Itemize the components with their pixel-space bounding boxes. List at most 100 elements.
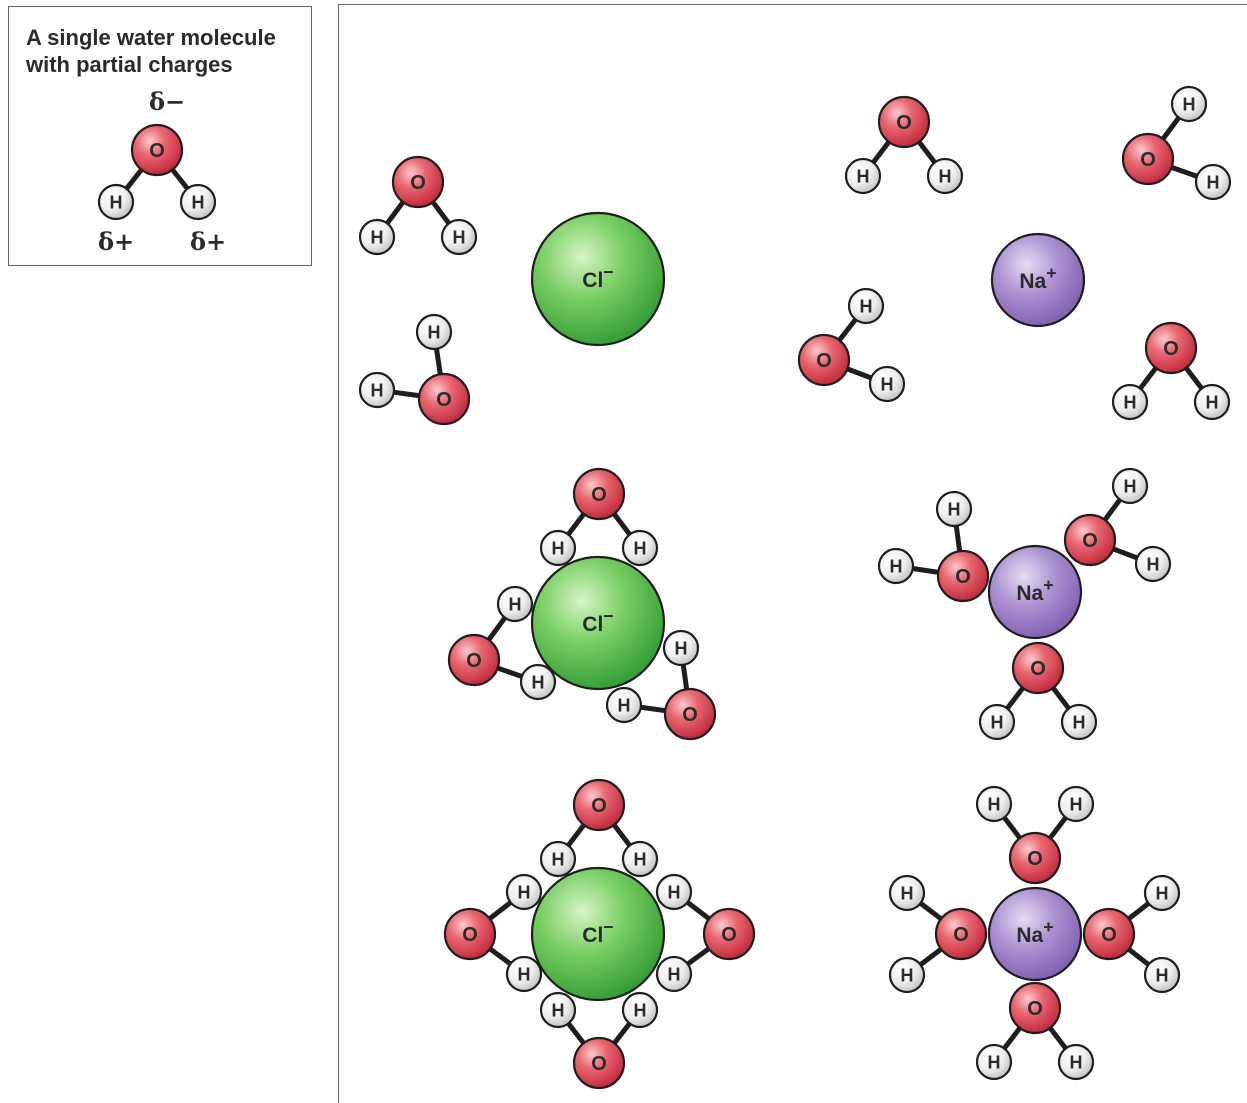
hydrogen-atom-label: H — [634, 538, 647, 558]
legend-title: A single water molecule with partial cha… — [26, 24, 311, 78]
oxygen-atom: O — [1144, 321, 1198, 375]
sodium-ion: Na+ — [987, 886, 1083, 982]
hydrogen-atom-label: H — [518, 882, 531, 902]
oxygen-atom-label: O — [462, 924, 478, 946]
hydrogen-atom: H — [1143, 956, 1181, 994]
oxygen-atom: O — [663, 687, 717, 741]
partial-charge-positive-left: δ+ — [98, 227, 134, 256]
hydrogen-atom: H — [1057, 785, 1095, 823]
oxygen-atom-label: O — [896, 112, 912, 134]
hydrogen-atom-label: H — [1156, 965, 1169, 985]
oxygen-atom-label: O — [953, 924, 969, 946]
oxygen-atom: O — [797, 333, 851, 387]
hydrogen-atom: H — [926, 157, 964, 195]
hydrogen-atom-label: H — [1156, 883, 1169, 903]
hydrogen-atom-label: H — [552, 1000, 565, 1020]
sodium-ion: Na+ — [987, 544, 1083, 640]
hydrogen-atom: H — [621, 991, 659, 1029]
hydrogen-atom-label: H — [988, 1052, 1001, 1072]
oxygen-atom-label: O — [1030, 658, 1046, 680]
hydrogen-atom: H — [1111, 467, 1149, 505]
hydrogen-atom-label: H — [668, 882, 681, 902]
oxygen-atom: O — [391, 155, 445, 209]
oxygen-atom: O — [572, 467, 626, 521]
oxygen-atom-label: O — [149, 140, 165, 162]
hydrogen-atom-label: H — [552, 849, 565, 869]
hydrogen-atom: H — [605, 686, 643, 724]
legend-title-line-1: A single water molecule — [26, 25, 276, 50]
hydrogen-atom-label: H — [634, 1000, 647, 1020]
oxygen-atom-label: O — [816, 350, 832, 372]
hydrogen-atom-label: H — [1124, 476, 1137, 496]
oxygen-atom-label: O — [682, 704, 698, 726]
hydrogen-atom: H — [621, 529, 659, 567]
hydrogen-atom-label: H — [675, 638, 688, 658]
hydrogen-atom: H — [1134, 545, 1172, 583]
hydrogen-atom: H — [662, 629, 700, 667]
hydrogen-atom: H — [978, 703, 1016, 741]
oxygen-atom: O — [1063, 513, 1117, 567]
hydrogen-atom: H — [539, 529, 577, 567]
oxygen-atom: O — [936, 549, 990, 603]
hydrogen-atom: H — [888, 956, 926, 994]
hydrogen-atom: H — [1194, 163, 1232, 201]
hydrogen-atom: H — [621, 840, 659, 878]
hydrogen-atom-label: H — [509, 594, 522, 614]
hydrogen-atom-label: H — [668, 964, 681, 984]
oxygen-atom-label: O — [591, 1053, 607, 1075]
hydrogen-atom: H — [539, 840, 577, 878]
hydrogen-atom: H — [415, 313, 453, 351]
hydrogen-atom-label: H — [881, 374, 894, 394]
hydrogen-atom: H — [935, 490, 973, 528]
oxygen-atom-label: O — [591, 484, 607, 506]
hydrogen-atom: H — [505, 873, 543, 911]
hydrogen-atom-label: H — [1206, 392, 1219, 412]
hydrogen-atom: H — [1111, 383, 1149, 421]
hydrogen-atom: H — [844, 157, 882, 195]
hydrogen-atom-label: H — [1070, 1052, 1083, 1072]
hydrogen-atom: H — [1193, 383, 1231, 421]
chloride-ion: Cl− — [530, 211, 666, 347]
oxygen-atom: O — [1121, 132, 1175, 186]
hydrogen-atom-label: H — [901, 883, 914, 903]
oxygen-atom-label: O — [721, 924, 737, 946]
hydrogen-atom: H — [440, 218, 478, 256]
hydrogen-atom-label: H — [1183, 94, 1196, 114]
hydrogen-atom-label: H — [1073, 712, 1086, 732]
hydrogen-atom: H — [655, 955, 693, 993]
partial-charge-negative: δ− — [149, 87, 185, 116]
oxygen-atom-label: O — [410, 172, 426, 194]
hydrogen-atom: H — [877, 547, 915, 585]
oxygen-atom: O — [572, 1036, 626, 1090]
solvation-diagram-frame — [338, 4, 1247, 1103]
hydrogen-atom: H — [847, 287, 885, 325]
hydrogen-atom-label: H — [110, 192, 123, 212]
partial-charge-positive-right: δ+ — [190, 227, 226, 256]
oxygen-atom: O — [1008, 831, 1062, 885]
hydrogen-atom: H — [868, 365, 906, 403]
oxygen-atom: O — [702, 907, 756, 961]
oxygen-atom: O — [934, 907, 988, 961]
hydrogen-atom: H — [496, 585, 534, 623]
hydrogen-atom-label: H — [518, 964, 531, 984]
hydrogen-atom: H — [888, 874, 926, 912]
hydrogen-atom-label: H — [988, 794, 1001, 814]
oxygen-atom-label: O — [1101, 924, 1117, 946]
hydrogen-atom-label: H — [371, 227, 384, 247]
hydrogen-atom: H — [655, 873, 693, 911]
oxygen-atom-label: O — [466, 650, 482, 672]
hydrogen-atom-label: H — [618, 695, 631, 715]
hydrogen-atom: H — [97, 183, 135, 221]
oxygen-atom: O — [877, 95, 931, 149]
hydrogen-atom: H — [1143, 874, 1181, 912]
hydrogen-atom: H — [1170, 85, 1208, 123]
oxygen-atom: O — [572, 778, 626, 832]
hydrogen-atom-label: H — [1124, 392, 1137, 412]
hydrogen-atom-label: H — [1147, 554, 1160, 574]
oxygen-atom: O — [447, 633, 501, 687]
hydrogen-atom: H — [519, 663, 557, 701]
oxygen-atom: O — [130, 123, 184, 177]
hydrogen-atom: H — [975, 785, 1013, 823]
oxygen-atom: O — [417, 372, 471, 426]
